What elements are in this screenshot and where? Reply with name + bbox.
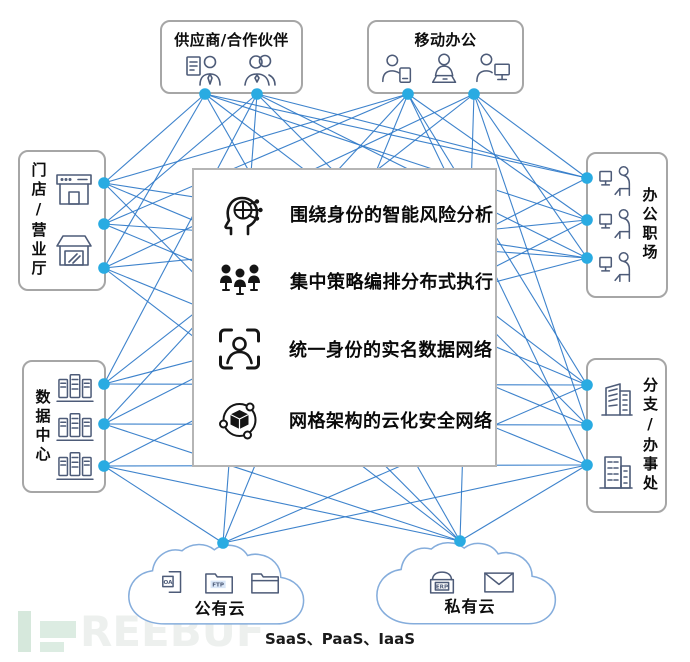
identity-scan-icon	[219, 328, 260, 370]
capability-label: 集中策略编排分布式执行	[290, 272, 494, 294]
public-cloud: OA FTP 公有云	[125, 538, 315, 630]
cloud-label: 私有云	[444, 597, 496, 616]
capability-item: 网格架构的云化安全网络	[216, 397, 495, 443]
svg-text:FTP: FTP	[212, 582, 224, 588]
capability-item: 统一身份的实名数据网络	[216, 326, 495, 372]
cloud-label: 公有云	[194, 599, 246, 618]
oa-doc-icon: OA	[162, 570, 182, 594]
node-supplier-partners: 供应商/合作伙伴	[160, 20, 303, 94]
node-label: 移动办公	[414, 31, 477, 49]
node-branch-office: 分支/办事处	[586, 358, 667, 513]
connection-line-a1-l1c	[103, 93, 206, 269]
freebuf-logo-f	[40, 611, 78, 652]
freebuf-logo-bar	[18, 611, 31, 652]
node-label: 数据中心	[33, 388, 52, 465]
ftp-folder-icon: FTP	[205, 572, 233, 594]
folder-icon	[251, 572, 279, 594]
connection-line-a2-r1a	[256, 93, 588, 179]
user-monitor-icon	[475, 53, 510, 83]
desk-worker-icon	[598, 252, 630, 283]
node-label: 门店/营业厅	[29, 162, 48, 279]
cloud-outline	[376, 541, 557, 625]
building-windows-icon	[599, 455, 633, 489]
capability-item: 集中策略编排分布式执行	[216, 261, 495, 301]
svg-text:OA: OA	[163, 580, 173, 586]
capability-label: 网格架构的云化安全网络	[289, 410, 493, 432]
server-cluster-icon	[55, 451, 94, 480]
connection-line-c1-r2c	[222, 464, 588, 544]
private-cloud: ERP 私有云	[373, 538, 567, 628]
saas-paas-iaas-caption: SaaS、PaaS、IaaS	[264, 630, 416, 648]
connection-line-b2-r1a	[473, 93, 588, 179]
center-capability-panel: 围绕身份的智能风险分析 集中策略编排分布式执行	[192, 168, 497, 467]
connection-line-l2c-c2	[103, 465, 461, 542]
node-mobile-office: 移动办公	[367, 20, 524, 94]
desk-worker-icon	[598, 209, 630, 240]
partners-icon	[243, 54, 276, 86]
capability-label: 围绕身份的智能风险分析	[290, 205, 494, 227]
building-3d-icon	[601, 383, 633, 417]
user-phone-icon	[381, 54, 411, 84]
storefront-awning-icon	[55, 174, 92, 206]
user-laptop-icon	[431, 53, 456, 84]
server-cluster-icon	[55, 373, 94, 402]
node-stores: 门店/营业厅	[18, 150, 106, 291]
node-datacenter: 数据中心	[22, 360, 106, 493]
erp-box-icon: ERP	[429, 571, 455, 594]
connection-line-a1-r1a	[204, 93, 588, 179]
person-clipboard-icon	[185, 55, 221, 86]
desk-worker-icon	[598, 165, 630, 196]
node-office-workspace: 办公职场	[586, 152, 668, 298]
capability-item: 围绕身份的智能风险分析	[216, 192, 495, 236]
node-label: 办公职场	[640, 187, 659, 263]
node-label: 分支/办事处	[641, 377, 659, 494]
connection-line-c2-r2c	[459, 464, 588, 542]
mesh-cloud-icon	[219, 402, 257, 440]
ai-risk-icon	[224, 197, 263, 236]
storefront-roof-icon	[55, 234, 92, 266]
node-label: 供应商/合作伙伴	[174, 31, 289, 49]
svg-text:ERP: ERP	[436, 585, 448, 591]
policy-orchestration-icon	[220, 264, 260, 296]
connection-line-l2c-c1	[103, 465, 224, 544]
mail-icon	[484, 572, 514, 593]
connection-line-a1-l1a	[103, 93, 206, 184]
server-cluster-icon	[55, 412, 94, 441]
capability-label: 统一身份的实名数据网络	[289, 339, 493, 361]
